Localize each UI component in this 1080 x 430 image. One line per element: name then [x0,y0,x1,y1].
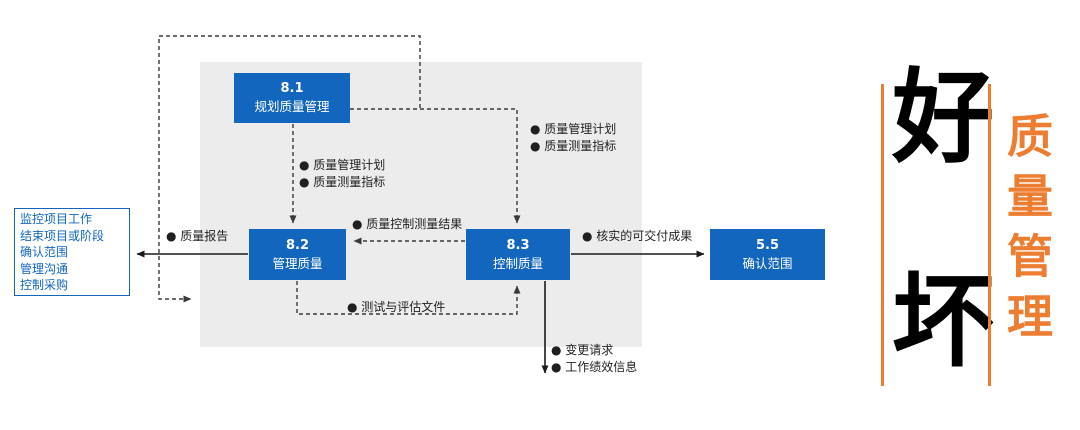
external-process-item: 管理沟通 [20,261,69,276]
label-verified-deliverables: ● 核实的可交付成果 [582,229,693,243]
process-name: 管理质量 [272,255,323,271]
process-name: 控制质量 [492,255,543,271]
external-process-item: 控制采购 [20,278,69,292]
process-box-validate: 5.5 确认范围 [710,229,825,280]
label-plan-to-control: ● 质量管理计划 ● 质量测量指标 [530,121,616,155]
external-process-item: 结束项目或阶段 [20,228,105,243]
bad-character: 坏 [892,263,994,382]
process-name: 确认范围 [742,255,793,271]
label-plan-to-manage: ● 质量管理计划 ● 质量测量指标 [299,157,385,191]
label-control-to-manage: ● 质量控制测量结果 [352,217,463,231]
vertical-title: 质量管理 [1000,112,1054,352]
flow-label-line: ● 质量测量指标 [299,175,386,189]
process-box-control: 8.3 控制质量 [466,229,570,280]
process-name: 规划质量管理 [254,99,330,114]
process-code: 8.1 [280,81,304,96]
accent-line-right [988,84,991,386]
flow-label-line: ● 工作绩效信息 [551,360,638,374]
external-process-item: 确认范围 [20,245,69,259]
good-character: 好 [892,59,994,178]
process-code: 8.3 [506,237,530,253]
flow-label-line: ● 质量管理计划 [530,122,617,136]
process-code: 5.5 [755,237,780,253]
process-code: 8.2 [285,237,310,253]
external-process-item: 监控项目工作 [20,212,93,226]
external-processes-box: 监控项目工作 结束项目或阶段 确认范围 管理沟通 控制采购 [14,208,130,296]
flow-label-line: ● 质量管理计划 [299,158,386,172]
accent-line-left [881,84,884,386]
flow-label-line: ● 质量测量指标 [530,139,617,153]
process-box-manage: 8.2 管理质量 [249,229,346,280]
label-test-eval-docs: ● 测试与评估文件 [347,300,446,314]
flow-label-line: ● 变更请求 [551,343,614,357]
label-quality-report: ● 质量报告 [166,229,229,243]
process-box-plan: 8.1 规划质量管理 [234,73,350,123]
label-control-outputs: ● 变更请求 ● 工作绩效信息 [551,342,637,376]
